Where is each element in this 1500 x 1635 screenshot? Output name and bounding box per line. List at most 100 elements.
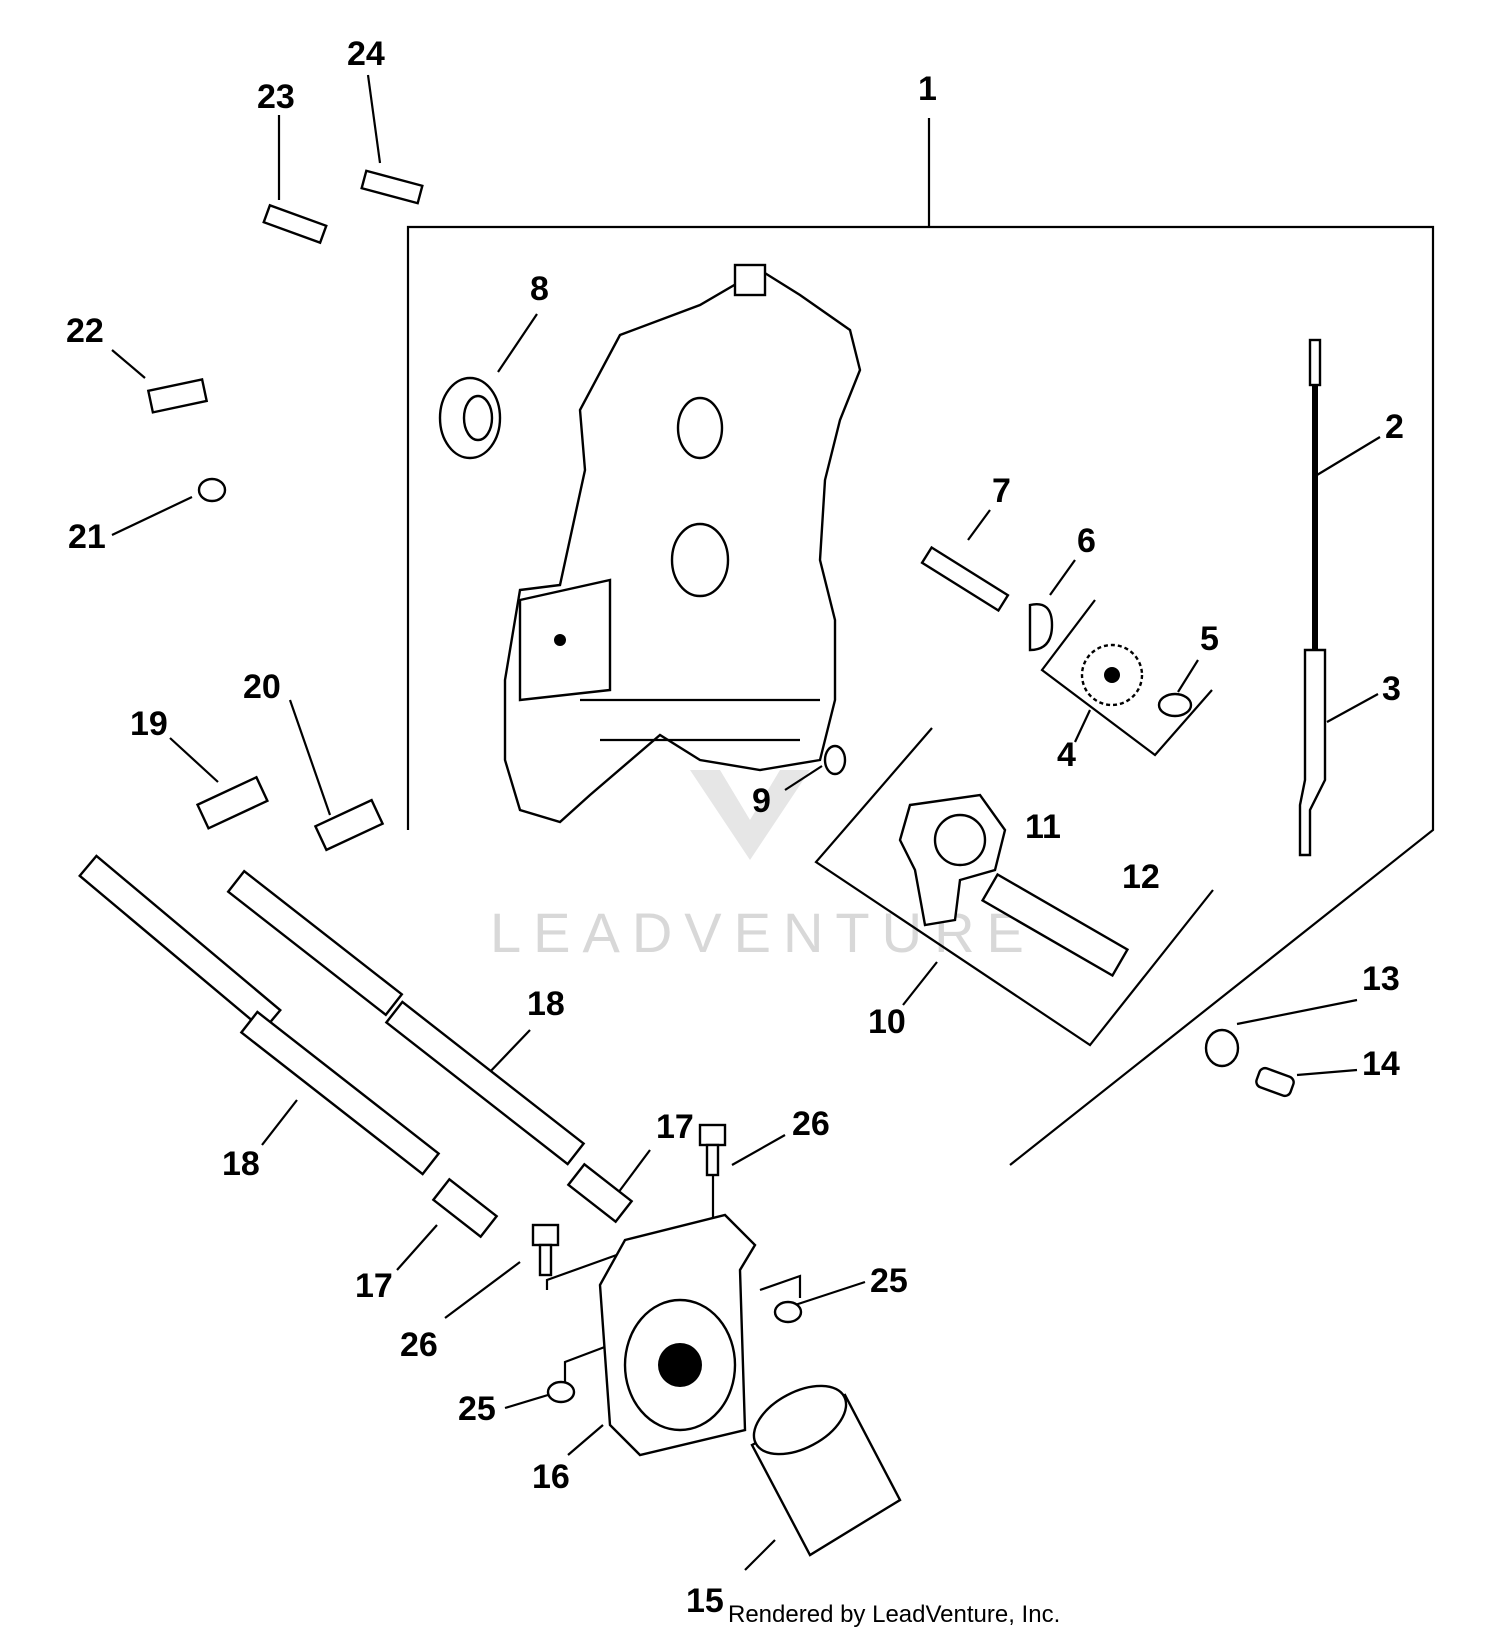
callout-4: 4 <box>1057 736 1076 774</box>
part-4-gear-hub <box>1104 667 1120 683</box>
cover-bore-upper <box>676 396 724 460</box>
callout-17a: 17 <box>656 1108 694 1146</box>
callout-10: 10 <box>868 1003 906 1041</box>
bracket-26-left <box>545 1250 626 1290</box>
leader-9 <box>784 765 823 791</box>
callout-labels: 1 2 3 4 5 6 7 8 9 10 11 12 13 14 15 16 1… <box>66 35 1404 1620</box>
callout-2: 2 <box>1385 408 1404 446</box>
callout-19: 19 <box>130 705 168 743</box>
callout-26b: 26 <box>400 1326 438 1364</box>
callout-22: 22 <box>66 312 104 350</box>
leader-22 <box>111 349 146 379</box>
leader-20 <box>288 699 332 816</box>
part-15-filter-top <box>752 1384 848 1456</box>
part-9-oring <box>823 744 847 776</box>
part-25-nut-right <box>773 1300 803 1324</box>
callout-24: 24 <box>347 35 385 73</box>
seals <box>438 376 847 776</box>
crankcase-cover-part <box>503 263 862 824</box>
assembly-bracket-1 <box>406 225 1435 1166</box>
callout-8: 8 <box>530 270 549 308</box>
leader-17b <box>396 1224 438 1271</box>
part-20-fitting <box>313 798 385 852</box>
part-25-nut-left <box>546 1380 576 1404</box>
part-18-hose-upper-right <box>226 869 404 1017</box>
oil-filter-parts <box>598 1213 902 1557</box>
part-17-fitting-left <box>431 1177 499 1239</box>
dipstick-part <box>1298 338 1327 857</box>
mount-hardware <box>531 1123 803 1404</box>
callout-18a: 18 <box>527 985 565 1023</box>
callout-1: 1 <box>918 70 937 108</box>
leader-17a <box>614 1149 651 1198</box>
part-19-fitting <box>195 775 269 830</box>
leader-lines <box>111 74 1435 1571</box>
leader-10 <box>902 961 938 1006</box>
callout-25a: 25 <box>870 1262 908 1300</box>
bracket-25-left <box>563 1343 611 1385</box>
part-12-valve <box>980 872 1130 978</box>
part-11-bore <box>933 813 987 867</box>
oil-hoses <box>78 854 634 1239</box>
callout-23: 23 <box>257 78 295 116</box>
relief-valve-assembly <box>898 793 1130 978</box>
cover-fill-cap <box>733 263 767 297</box>
callout-12: 12 <box>1122 858 1160 896</box>
watermark-logo-icon <box>690 770 810 860</box>
part-5-pin <box>1157 692 1193 718</box>
callout-14: 14 <box>1362 1045 1400 1083</box>
leader-5 <box>1177 659 1199 693</box>
bracket-4-5 <box>1040 599 1213 757</box>
hose-fittings <box>195 775 385 852</box>
dipstick-tube <box>1298 648 1327 857</box>
callout-13: 13 <box>1362 960 1400 998</box>
part-26-bolt-shank-left <box>538 1243 553 1277</box>
leader-26a <box>731 1134 786 1166</box>
dipstick-handle <box>1308 338 1322 387</box>
part-18-hose-upper-left <box>78 854 282 1032</box>
leader-13 <box>1236 998 1358 1026</box>
part-18-hose-lower-right <box>384 1000 586 1166</box>
part-26-bolt-head-right <box>698 1123 727 1147</box>
leader-25b <box>504 1393 549 1410</box>
callout-17b: 17 <box>355 1267 393 1305</box>
callout-11: 11 <box>1025 808 1061 846</box>
callout-9: 9 <box>752 782 771 820</box>
cover-hole <box>554 634 566 646</box>
part-13-plug <box>1204 1028 1240 1068</box>
leader-6 <box>1049 559 1076 596</box>
leader-19 <box>169 737 219 783</box>
part-16-adapter-center <box>658 1343 702 1387</box>
callout-5: 5 <box>1200 620 1219 658</box>
part-7-shaft <box>920 545 1010 613</box>
leader-7 <box>967 509 991 541</box>
leader-16 <box>567 1424 604 1456</box>
leader-18a <box>486 1029 531 1076</box>
small-hardware <box>146 169 424 503</box>
leader-25a <box>794 1280 866 1307</box>
leader-8 <box>497 313 538 373</box>
leader-18b <box>261 1099 298 1146</box>
part-21-nut <box>197 477 227 503</box>
leader-4 <box>1074 709 1091 743</box>
callout-18b: 18 <box>222 1145 260 1183</box>
part-6-clip <box>1028 603 1054 652</box>
leader-3 <box>1326 693 1379 723</box>
part-24-bolt <box>360 169 424 205</box>
part-23-bolt <box>262 203 328 245</box>
callout-20: 20 <box>243 668 281 706</box>
part-8-seal-inner <box>462 394 494 442</box>
cover-bore-lower <box>670 522 730 598</box>
part-14-fitting <box>1255 1066 1295 1098</box>
callout-21: 21 <box>68 518 106 556</box>
plugs <box>1204 1028 1295 1098</box>
callout-15: 15 <box>686 1582 724 1620</box>
callout-3: 3 <box>1382 670 1401 708</box>
callout-26a: 26 <box>792 1105 830 1143</box>
callout-7: 7 <box>992 472 1011 510</box>
part-22-switch <box>146 377 209 414</box>
part-26-bolt-shank-right <box>705 1143 720 1177</box>
bracket-10 <box>814 727 1214 1047</box>
